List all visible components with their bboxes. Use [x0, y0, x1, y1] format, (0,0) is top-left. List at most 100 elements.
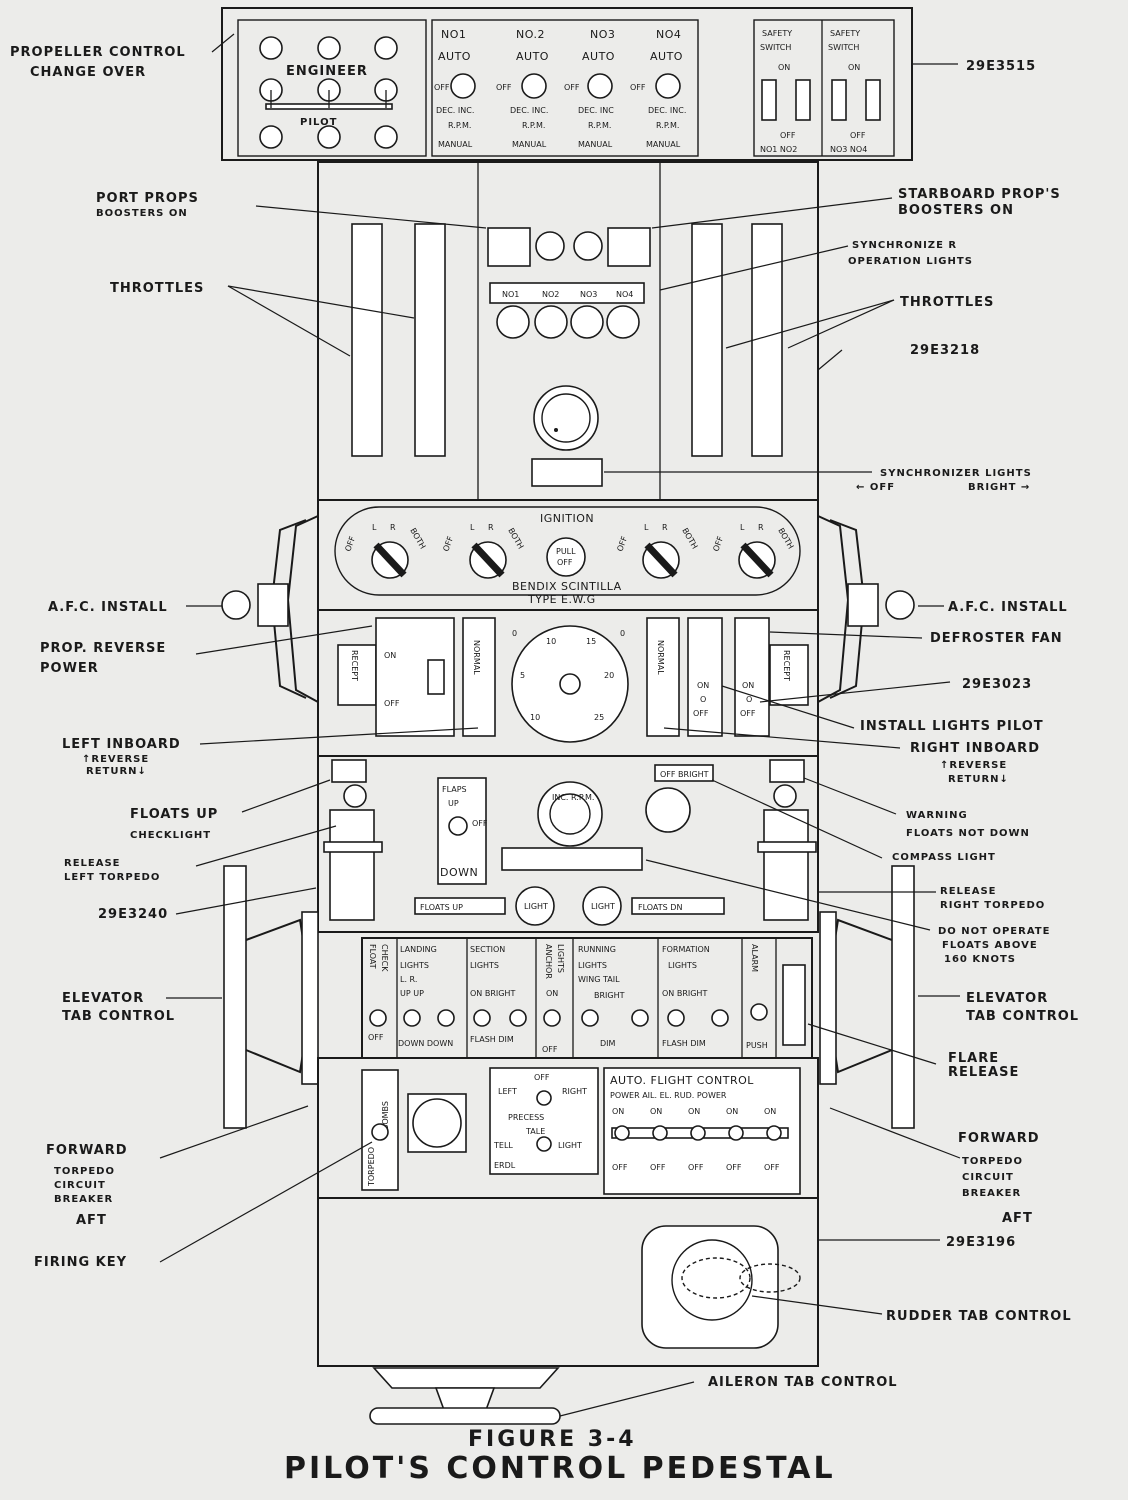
ignition-switches[interactable]	[371, 541, 776, 579]
safety-switch-1[interactable]	[761, 79, 777, 121]
svg-text:LIGHT: LIGHT	[558, 1141, 582, 1150]
synchronizer-knob[interactable]	[533, 385, 599, 451]
precess-switch[interactable]	[536, 1090, 552, 1106]
svg-text:L: L	[470, 523, 475, 532]
svg-text:STARBOARD PROP'S: STARBOARD PROP'S	[898, 187, 1061, 202]
prop-4-switch[interactable]	[655, 73, 681, 99]
ignition-pull-off[interactable]	[546, 537, 586, 577]
svg-text:IGNITION: IGNITION	[540, 512, 594, 525]
svg-text:0: 0	[620, 629, 625, 638]
svg-text:SAFETY: SAFETY	[830, 29, 860, 38]
starboard-boosters-light	[607, 227, 651, 267]
prop-3-switch[interactable]	[587, 73, 613, 99]
svg-text:ON: ON	[764, 1107, 776, 1116]
firing-key[interactable]	[412, 1098, 462, 1148]
svg-text:15: 15	[586, 637, 596, 646]
svg-text:SYNCHRONIZE R: SYNCHRONIZE R	[852, 240, 957, 251]
svg-text:OFF: OFF	[441, 535, 455, 553]
svg-text:DEC. INC: DEC. INC	[578, 106, 614, 115]
svg-text:CIRCUIT: CIRCUIT	[54, 1180, 106, 1191]
svg-text:LANDING: LANDING	[400, 945, 437, 954]
changeover-knobs[interactable]	[259, 36, 398, 149]
throttle-section: NO1 NO2 NO3 NO4	[317, 161, 819, 501]
svg-text:TORPEDO: TORPEDO	[962, 1156, 1023, 1167]
svg-text:ON: ON	[650, 1107, 662, 1116]
svg-text:INSTALL LIGHTS PILOT: INSTALL LIGHTS PILOT	[860, 719, 1044, 734]
svg-text:BOOSTERS ON: BOOSTERS ON	[898, 203, 1014, 218]
right-inboard-switch[interactable]	[646, 617, 680, 737]
inc-rpm-knob[interactable]	[537, 781, 603, 847]
svg-text:AUTO: AUTO	[438, 50, 471, 63]
svg-text:BOTH: BOTH	[680, 527, 699, 551]
aileron-tab-control[interactable]	[369, 1367, 561, 1425]
svg-text:OFF: OFF	[615, 535, 629, 553]
svg-text:ON: ON	[778, 63, 790, 72]
synchronizer-lights-dimmer[interactable]	[531, 458, 603, 487]
svg-text:RETURN↓: RETURN↓	[948, 774, 1009, 785]
svg-text:TORPEDO: TORPEDO	[54, 1166, 115, 1177]
svg-text:5: 5	[520, 671, 525, 680]
svg-text:OFF: OFF	[612, 1163, 628, 1172]
svg-text:OFF: OFF	[542, 1045, 558, 1054]
svg-text:LIGHTS: LIGHTS	[578, 961, 607, 970]
callouts: PROPELLER CONTROL CHANGE OVER 29E3515 PO…	[10, 45, 1078, 1390]
rudder-tab-control[interactable]	[641, 1225, 779, 1349]
throttle-4[interactable]	[751, 223, 783, 457]
alarm-button[interactable]	[750, 1003, 768, 1021]
svg-text:LEFT TORPEDO: LEFT TORPEDO	[64, 872, 160, 883]
svg-text:RUNNING: RUNNING	[578, 945, 616, 954]
afc-switches[interactable]	[614, 1125, 782, 1141]
left-inboard-switch[interactable]	[462, 617, 496, 737]
svg-text:20: 20	[604, 671, 614, 680]
safety-switch-4[interactable]	[865, 79, 881, 121]
svg-text:FLASH DIM: FLASH DIM	[662, 1039, 706, 1048]
compass-light-knob[interactable]	[645, 787, 691, 833]
svg-text:ANCHOR: ANCHOR	[544, 944, 553, 979]
safety-switch-2[interactable]	[795, 79, 811, 121]
defroster-fan-switch[interactable]	[734, 617, 770, 737]
svg-text:RELEASE: RELEASE	[940, 886, 997, 897]
svg-text:LIGHTS: LIGHTS	[556, 944, 565, 973]
release-right-torpedo-handle[interactable]	[763, 809, 809, 921]
svg-text:ON BRIGHT: ON BRIGHT	[470, 989, 515, 998]
install-lights-switch[interactable]	[687, 617, 723, 737]
svg-text:RECEPT: RECEPT	[350, 650, 359, 681]
svg-text:29E3218: 29E3218	[910, 343, 980, 358]
svg-text:MANUAL: MANUAL	[646, 140, 681, 149]
throttle-2[interactable]	[414, 223, 446, 457]
figure-title: PILOT'S CONTROL PEDESTAL	[284, 1451, 836, 1486]
svg-text:RIGHT INBOARD: RIGHT INBOARD	[910, 741, 1040, 756]
prop-2-switch[interactable]	[521, 73, 547, 99]
prop-rpm-switches: NO1 AUTO OFF DEC. INC. R.P.M. MANUAL NO.…	[434, 28, 686, 149]
prop-1-switch[interactable]	[450, 73, 476, 99]
svg-text:R: R	[758, 523, 764, 532]
svg-text:OFF: OFF	[368, 1033, 384, 1042]
sync-light-3	[570, 305, 604, 339]
svg-text:BREAKER: BREAKER	[962, 1188, 1021, 1199]
tale-switch[interactable]	[536, 1136, 552, 1152]
throttle-1[interactable]	[351, 223, 383, 457]
toggle-switches[interactable]	[369, 964, 806, 1046]
svg-text:R.P.M.: R.P.M.	[588, 121, 611, 130]
svg-text:ELEVATOR: ELEVATOR	[966, 991, 1048, 1006]
svg-text:OFF: OFF	[688, 1163, 704, 1172]
svg-text:OPERATION LIGHTS: OPERATION LIGHTS	[848, 256, 973, 267]
svg-text:AUTO: AUTO	[650, 50, 683, 63]
svg-text:OFF: OFF	[534, 1073, 550, 1082]
sync-light-2	[534, 305, 568, 339]
elevator-tab-wheels[interactable]	[223, 865, 915, 1129]
svg-text:DOWN DOWN: DOWN DOWN	[398, 1039, 453, 1048]
svg-text:ALARM: ALARM	[750, 944, 759, 972]
svg-text:R.P.M.: R.P.M.	[522, 121, 545, 130]
svg-text:NORMAL: NORMAL	[472, 640, 481, 675]
prop-reverse-power-switch[interactable]	[375, 617, 455, 737]
throttle-3[interactable]	[691, 223, 723, 457]
svg-text:RELEASE: RELEASE	[64, 858, 121, 869]
safety-switch-3[interactable]	[831, 79, 847, 121]
svg-text:DEC. INC.: DEC. INC.	[648, 106, 686, 115]
safety-switches: SAFETY SWITCH ON OFF NO1 NO2 SAFETY SWIT…	[760, 29, 881, 154]
svg-text:POWER AIL. EL. RUD. POWER: POWER AIL. EL. RUD. POWER	[610, 1091, 727, 1100]
afc-install-knobs[interactable]	[221, 515, 915, 703]
svg-text:FLOATS NOT DOWN: FLOATS NOT DOWN	[906, 828, 1030, 839]
release-left-torpedo-handle[interactable]	[329, 809, 375, 921]
